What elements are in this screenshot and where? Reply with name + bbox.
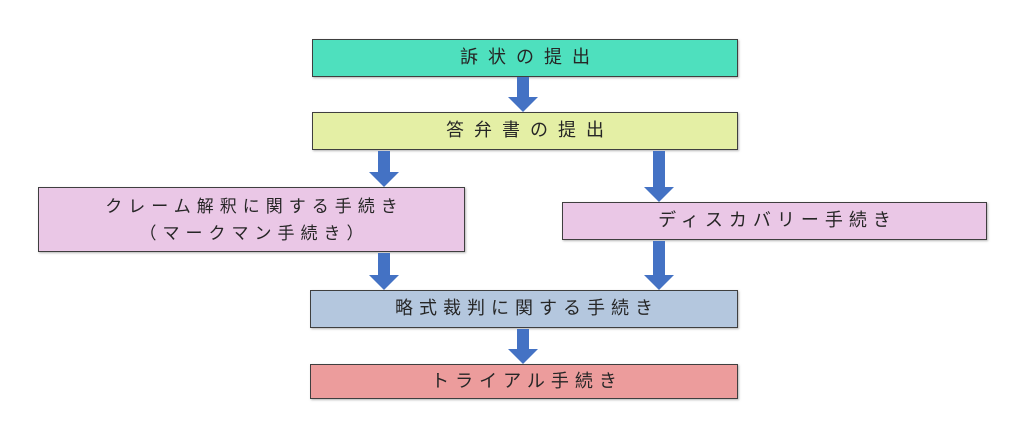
node-discovery: ディスカバリー手続き <box>562 202 987 240</box>
node-claim-construction-label-line1: クレーム解釈に関する手続き <box>105 196 404 216</box>
node-summary-judgment: 略式裁判に関する手続き <box>310 290 738 328</box>
arrow-stem <box>517 329 529 349</box>
arrow-down-icon <box>369 172 399 187</box>
arrow-down-icon <box>508 349 538 364</box>
node-trial-label: トライアル手続き <box>431 370 623 391</box>
arrow-stem <box>517 77 529 97</box>
node-summary-judgment-label: 略式裁判に関する手続き <box>395 298 659 319</box>
node-discovery-label: ディスカバリー手続き <box>658 210 897 231</box>
node-claim-construction: クレーム解釈に関する手続き （マークマン手続き） <box>38 187 465 252</box>
flow-arrow-answer-to-claim-construction <box>369 151 399 187</box>
node-complaint-filing: 訴状の提出 <box>312 39 738 77</box>
node-complaint-filing-label: 訴状の提出 <box>460 47 600 68</box>
flow-arrow-complaint-to-answer <box>508 77 538 112</box>
node-answer-filing: 答弁書の提出 <box>312 112 738 150</box>
node-claim-construction-label-line2: （マークマン手続き） <box>139 223 370 243</box>
arrow-down-icon <box>644 275 674 290</box>
node-answer-filing-label: 答弁書の提出 <box>446 120 614 141</box>
arrow-down-icon <box>644 187 674 202</box>
arrow-stem <box>653 151 665 187</box>
flow-arrow-answer-to-discovery <box>644 151 674 202</box>
flow-arrow-claim-construction-to-summary-judgment <box>369 253 399 290</box>
flow-arrow-summary-judgment-to-trial <box>508 329 538 364</box>
arrow-down-icon <box>508 97 538 112</box>
node-trial: トライアル手続き <box>310 364 738 399</box>
arrow-down-icon <box>369 275 399 290</box>
flow-arrow-discovery-to-summary-judgment <box>644 241 674 290</box>
arrow-stem <box>378 253 390 275</box>
arrow-stem <box>378 151 390 172</box>
arrow-stem <box>653 241 665 275</box>
